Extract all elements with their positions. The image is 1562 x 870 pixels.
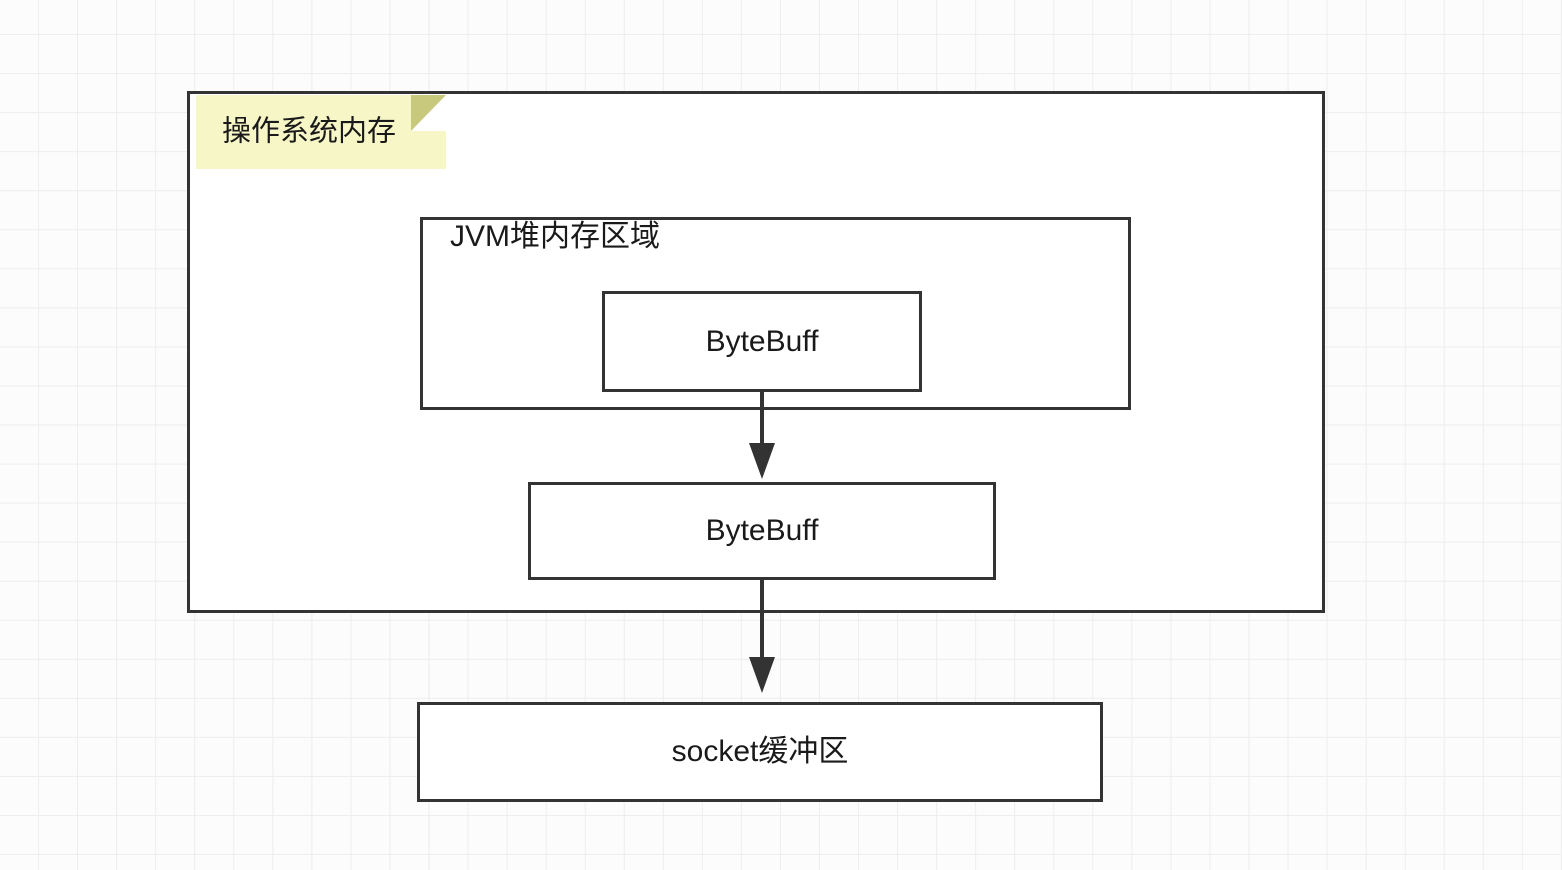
os-memory-note-label[interactable]: 操作系统内存	[196, 95, 446, 169]
socket-buffer-box[interactable]: socket缓冲区	[417, 702, 1103, 802]
os-memory-note-text: 操作系统内存	[222, 115, 397, 148]
arrow-heap-to-direct	[749, 392, 775, 479]
note-fold-corner-icon	[411, 95, 446, 131]
arrow-head-icon	[749, 657, 775, 693]
jvm-heap-label: JVM堆内存区域	[450, 220, 660, 253]
note-body	[196, 95, 411, 169]
arrow-direct-to-socket	[749, 580, 775, 693]
bytebuff-direct-box[interactable]: ByteBuff	[528, 482, 996, 580]
bytebuff-heap-box[interactable]: ByteBuff	[602, 291, 922, 392]
socket-buffer-label: socket缓冲区	[671, 735, 849, 768]
bytebuff-heap-label: ByteBuff	[705, 324, 819, 358]
note-body-lower	[411, 131, 446, 169]
bytebuff-direct-label: ByteBuff	[705, 514, 819, 547]
arrow-head-icon	[749, 443, 775, 479]
